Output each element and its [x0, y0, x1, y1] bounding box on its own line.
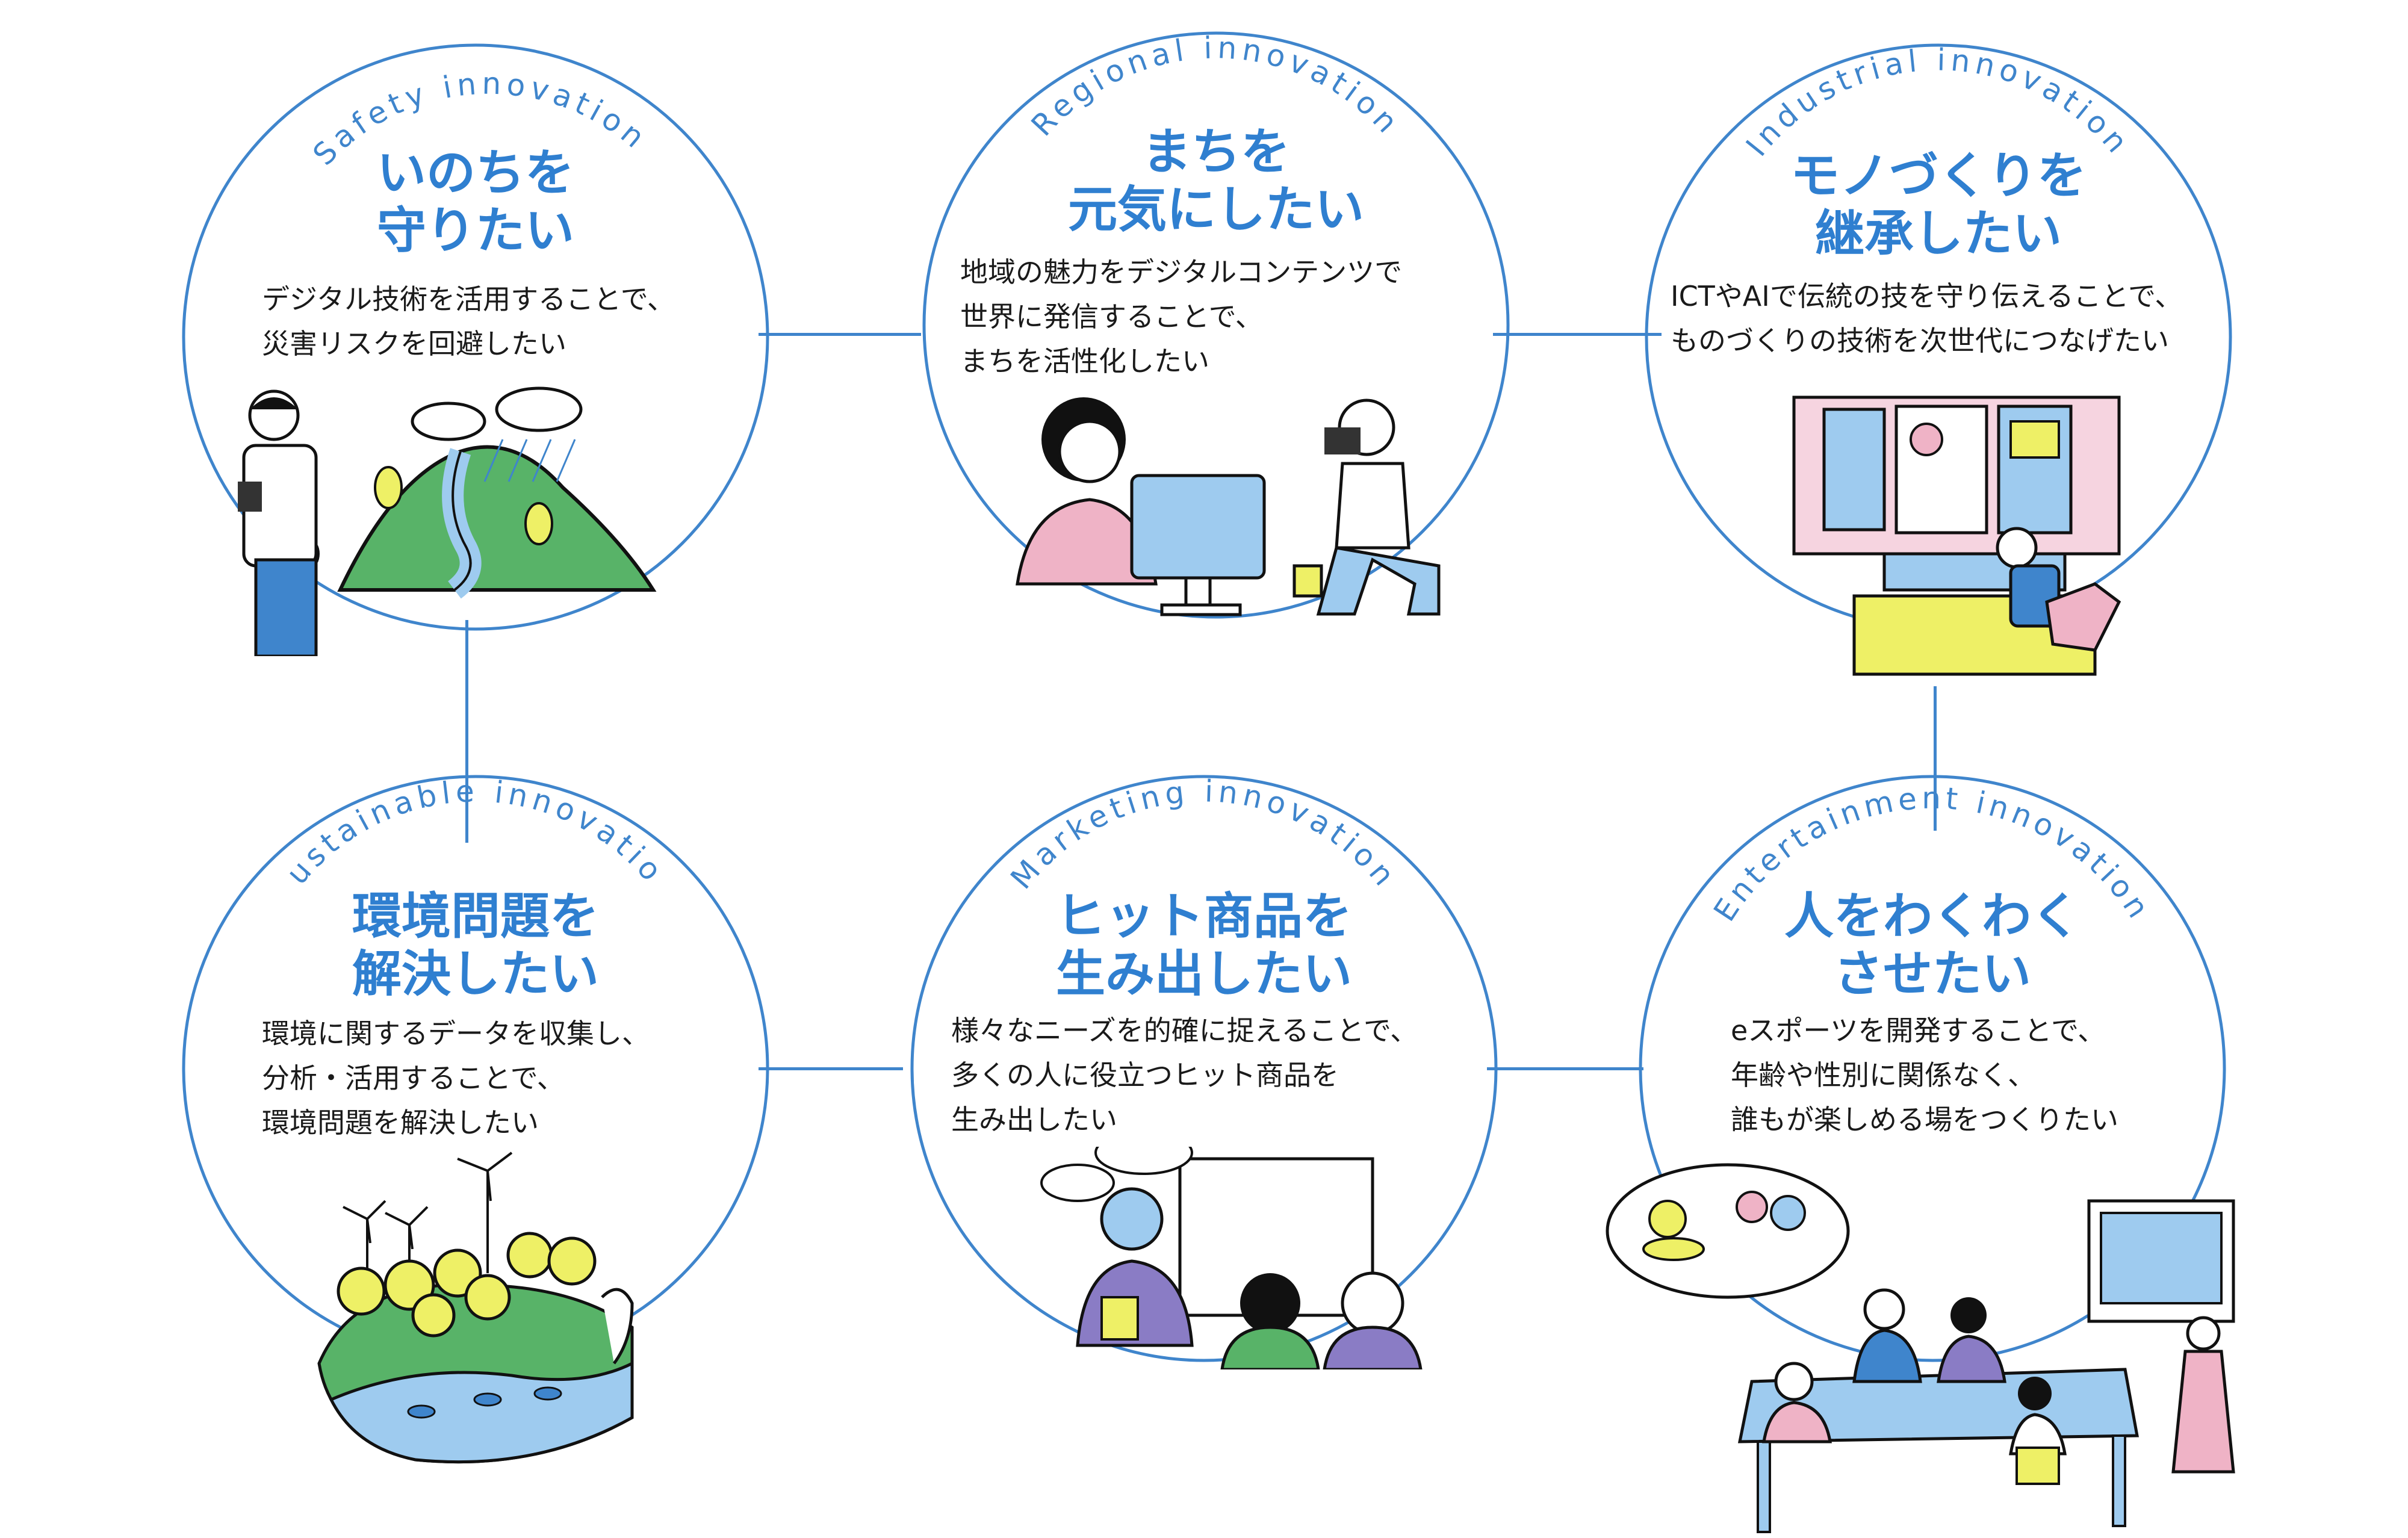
card-description: 様々なニーズを的確に捉えることで、 多くの人に役立つヒット商品を 生み出したい: [951, 1008, 1418, 1142]
connector-regional-industrial: [1493, 333, 1662, 336]
circle-outline: Safety innovation: [182, 43, 769, 631]
desc-line: 年齢や性別に関係なく、: [1731, 1059, 2035, 1091]
creator-illustration: [1016, 397, 1441, 616]
title-line: 人をわくわく: [1784, 888, 2081, 945]
circle-outline: Regional innovation: [922, 30, 1510, 619]
desc-line: 環境に関するデータを収集し、: [262, 1017, 650, 1050]
card-regional: Regional innovation まちを 元気にしたい 地域の魅力をデジタ…: [915, 24, 1517, 626]
desc-line: eスポーツを開発することで、: [1731, 1014, 2106, 1047]
presentation-illustration: [1040, 1147, 1423, 1369]
desc-line: まちを活性化したい: [960, 345, 1209, 377]
connector-safety-sustainable: [465, 620, 468, 843]
disaster-landscape-illustration: [238, 386, 657, 656]
connector-marketing-entertainment: [1487, 1067, 1643, 1070]
title-line: モノづくりを: [1790, 147, 2087, 205]
title-line: 継承したい: [1814, 205, 2062, 262]
connector-safety-regional: [759, 333, 921, 336]
card-entertainment: Entertainment innovation 人をわくわく させたい eスポ…: [1606, 767, 2235, 1533]
esports-illustration: [1606, 1163, 2235, 1533]
title-line: まちを: [1141, 123, 1290, 181]
environment-landscape-illustration: [317, 1152, 634, 1464]
card-title: いのちを 守りたい: [211, 144, 740, 260]
circle-outline: Industrial innovation: [1645, 42, 2232, 631]
desc-line: ICTやAIで伝統の技を守り伝えることで、: [1671, 280, 2183, 312]
card-description: 環境に関するデータを収集し、 分析・活用することで、 環境問題を解決したい: [262, 1011, 650, 1145]
desc-line: 環境問題を解決したい: [262, 1106, 539, 1139]
desc-line: 災害リスクを回避したい: [262, 327, 566, 360]
desc-line: 生み出したい: [951, 1103, 1117, 1136]
desc-line: 分析・活用することで、: [262, 1062, 565, 1094]
arc-label: Sustainable innovation: [175, 767, 667, 891]
card-description: eスポーツを開発することで、 年齢や性別に関係なく、 誰もが楽しめる場をつくりた…: [1731, 1008, 2118, 1142]
card-title: 環境問題を 解決したい: [211, 888, 740, 1003]
arc-label: Marketing innovation: [1004, 774, 1399, 896]
desc-line: 多くの人に役立つヒット商品を: [951, 1059, 1339, 1091]
title-line: させたい: [1833, 946, 2031, 1003]
arc-label: Industrial innovation: [1739, 42, 2132, 163]
svg-text:Marketing innovation: Marketing innovation: [1004, 774, 1404, 896]
card-title: モノづくりを 継承したい: [1674, 147, 2203, 263]
title-line: 守りたい: [376, 202, 574, 259]
desc-line: ものづくりの技術を次世代につなげたい: [1671, 324, 2169, 357]
card-title: まちを 元気にしたい: [951, 123, 1481, 239]
card-sustainable: Sustainable innovation 環境問題を 解決したい 環境に関す…: [175, 767, 777, 1464]
svg-text:Industrial innovation: Industrial innovation: [1739, 42, 2137, 163]
circle-outline: Entertainment innovation: [1639, 775, 2226, 1362]
desc-line: 地域の魅力をデジタルコンテンツで: [960, 256, 1403, 288]
title-line: いのちを: [376, 144, 574, 202]
card-description: ICTやAIで伝統の技を守り伝えることで、 ものづくりの技術を次世代につなげたい: [1671, 274, 2182, 363]
digital-craft-illustration: [1792, 395, 2121, 676]
connector-industrial-entertainment: [1934, 686, 1937, 831]
title-line: 解決したい: [352, 946, 599, 1003]
circle-outline: Marketing innovation: [910, 774, 1498, 1362]
card-safety: Safety innovation いのちを 守りたい デジタル技術を活用するこ…: [175, 36, 777, 656]
desc-line: 誰もが楽しめる場をつくりたい: [1731, 1103, 2118, 1136]
desc-line: 様々なニーズを的確に捉えることで、: [951, 1014, 1418, 1047]
svg-text:Sustainable innovation: Sustainable innovation: [175, 767, 672, 891]
desc-line: 世界に発信することで、: [960, 300, 1263, 333]
card-marketing: Marketing innovation ヒット商品を 生み出したい 様々なニー…: [903, 767, 1505, 1369]
title-line: 生み出したい: [1055, 946, 1352, 1003]
card-title: 人をわくわく させたい: [1668, 888, 2197, 1003]
title-line: 元気にしたい: [1067, 181, 1364, 238]
title-line: ヒット商品を: [1055, 888, 1352, 945]
card-industrial: Industrial innovation モノづくりを 継承したい ICTやA…: [1637, 36, 2239, 676]
card-description: デジタル技術を活用することで、 災害リスクを回避したい: [262, 277, 675, 366]
card-description: 地域の魅力をデジタルコンテンツで 世界に発信することで、 まちを活性化したい: [960, 250, 1402, 383]
title-line: 環境問題を: [352, 888, 599, 945]
desc-line: デジタル技術を活用することで、: [262, 283, 675, 315]
card-title: ヒット商品を 生み出したい: [939, 888, 1469, 1003]
connector-sustainable-marketing: [759, 1067, 903, 1070]
